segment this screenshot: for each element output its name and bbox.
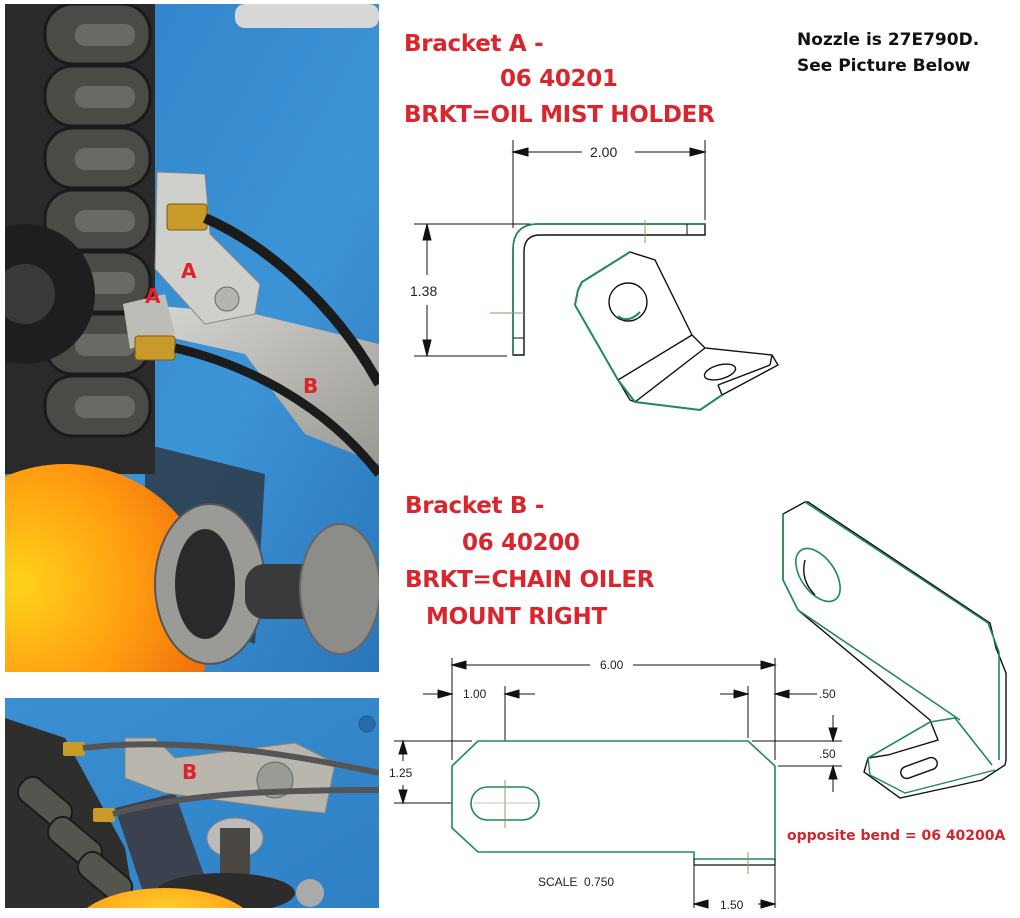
- bracket-b-dim-slot-height: 1.25: [389, 766, 413, 780]
- photo-top-chain-oiler: A A B: [5, 4, 379, 672]
- photo-bottom-chain-oiler: B: [5, 698, 379, 908]
- bracket-a-description: BRKT=OIL MIST HOLDER: [404, 102, 715, 128]
- bracket-b-dim-chamfer-x: .50: [819, 687, 836, 701]
- bracket-b-part-number: 06 40200: [462, 530, 580, 556]
- bracket-b-description-line1: BRKT=CHAIN OILER: [405, 567, 655, 593]
- bracket-b-dim-chamfer-y: .50: [819, 747, 836, 761]
- bracket-a-drawing: [414, 140, 779, 412]
- photo-label-a-lower: A: [145, 284, 161, 308]
- bracket-b-title: Bracket B -: [405, 493, 545, 519]
- bracket-a-part-number: 06 40201: [500, 66, 618, 92]
- photo-label-b-bottom: B: [182, 760, 198, 784]
- opposite-bend-note: opposite bend = 06 40200A: [787, 828, 1006, 844]
- nozzle-note-line1: Nozzle is 27E790D.: [797, 30, 980, 50]
- bracket-b-dim-slot-offset: 1.00: [463, 687, 487, 701]
- photo-bottom-illustration: [5, 698, 379, 908]
- photo-label-b: B: [303, 374, 319, 398]
- bracket-b-dim-tab-width: 1.50: [720, 898, 744, 912]
- bracket-b-isometric-drawing: [782, 501, 1007, 799]
- photo-top-illustration: [5, 4, 379, 672]
- bracket-b-dim-overall: 6.00: [600, 658, 624, 672]
- bracket-a-dim-height: 1.38: [410, 283, 438, 299]
- bracket-a-dim-width: 2.00: [590, 144, 618, 160]
- nozzle-note-line2: See Picture Below: [797, 56, 971, 76]
- bracket-b-description-line2: MOUNT RIGHT: [426, 604, 607, 630]
- bracket-a-title: Bracket A -: [404, 31, 544, 57]
- photo-label-a-upper: A: [181, 259, 197, 283]
- bracket-b-scale-label: SCALE 0.750: [538, 875, 615, 889]
- bracket-b-flat-drawing: [394, 658, 842, 909]
